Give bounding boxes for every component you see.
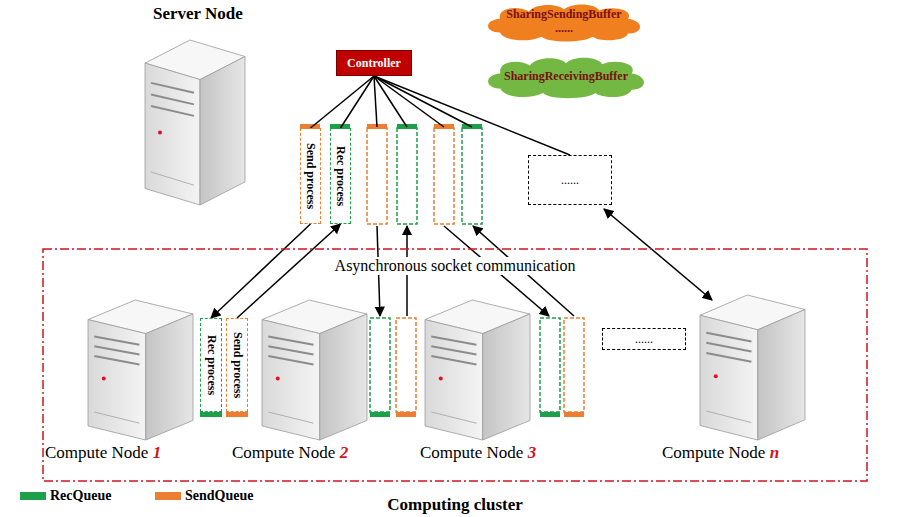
more-nodes-box: ...... — [602, 328, 686, 350]
queue-bar — [564, 412, 584, 417]
text-group: Controller — [347, 56, 401, 71]
node-label: Controller — [347, 56, 401, 71]
node-name: Compute Node 3 — [420, 443, 536, 463]
node-label: Send process — [304, 143, 317, 209]
text-group: Send process — [304, 143, 317, 209]
link-lines — [374, 76, 712, 316]
node-name: Compute Node 2 — [232, 443, 348, 463]
text-group: ...... — [635, 332, 653, 347]
controller-box: Controller — [336, 50, 412, 76]
queue-box — [367, 128, 387, 224]
legend-swatch — [155, 492, 181, 500]
text-group: ...... — [561, 173, 579, 188]
more-nodes-box: ...... — [528, 155, 612, 205]
text-group: Rec process — [334, 146, 347, 206]
computer-picture — [425, 300, 530, 440]
node-label: SharingSendingBuffer — [506, 8, 621, 22]
link-caption: Asynchronous socket communication — [333, 257, 578, 275]
node-label: SharingReceivingBuffer — [504, 70, 628, 84]
queue-box — [462, 128, 482, 224]
node-label: ...... — [561, 173, 579, 188]
rec-process-box: Rec process — [200, 318, 222, 412]
socket-arrow — [211, 224, 311, 318]
queue-bar — [540, 412, 560, 417]
legend-item: SendQueue — [155, 488, 253, 504]
queue-box — [564, 318, 584, 412]
socket-arrow — [237, 224, 341, 318]
server-title: Server Node — [153, 4, 243, 24]
control-line — [341, 76, 375, 128]
node-label: Rec process — [204, 335, 217, 395]
text-group: Rec process — [204, 335, 217, 395]
socket-arrow — [604, 209, 712, 300]
node-label: ...... — [635, 332, 653, 347]
send-process-box: Send process — [300, 128, 321, 224]
node-number: 1 — [153, 443, 162, 462]
queue-bar — [200, 412, 222, 417]
control-line — [374, 76, 472, 127]
queue-bar — [226, 412, 248, 417]
legend-label: RecQueue — [50, 488, 111, 504]
node-name-word: Compute Node — [45, 443, 153, 462]
text-group: SharingReceivingBuffer — [504, 70, 628, 84]
rec-process-box: Rec process — [330, 128, 351, 224]
text-group: Send process — [230, 332, 243, 398]
queue-boxes — [200, 124, 584, 417]
control-line — [374, 76, 444, 127]
computer-pictures — [88, 40, 805, 440]
queue-box — [397, 128, 417, 224]
send-process-box: Send process — [226, 318, 248, 412]
queue-box — [370, 318, 390, 412]
queue-box — [434, 128, 454, 224]
control-line — [374, 76, 377, 127]
queue-box — [540, 318, 560, 412]
node-name-word: Compute Node — [232, 443, 340, 462]
legend-swatch — [20, 492, 46, 500]
queue-bar — [370, 412, 390, 417]
node-name: Compute Node 1 — [45, 443, 161, 463]
computer-picture — [88, 300, 193, 440]
queue-bar — [396, 412, 416, 417]
node-label: Send process — [230, 332, 243, 398]
buffer-cloud: SharingSendingBuffer...... — [484, 1, 644, 43]
control-line — [374, 76, 407, 127]
computer-picture — [262, 300, 367, 440]
node-name: Compute Node n — [662, 443, 779, 463]
node-number: 3 — [528, 443, 537, 462]
node-number: 2 — [340, 443, 349, 462]
node-name-word: Compute Node — [420, 443, 528, 462]
node-number: n — [770, 443, 779, 462]
node-label: ...... — [555, 22, 573, 36]
text-group: SharingSendingBuffer...... — [506, 8, 621, 36]
buffer-cloud: SharingReceivingBuffer — [484, 54, 648, 100]
node-label: Rec process — [334, 146, 347, 206]
queue-box — [396, 318, 416, 412]
node-name-word: Compute Node — [662, 443, 770, 462]
legend-label: SendQueue — [185, 488, 253, 504]
computer-picture — [145, 40, 245, 205]
legend-item: RecQueue — [20, 488, 111, 504]
control-line — [311, 76, 375, 128]
computer-picture — [700, 295, 805, 440]
